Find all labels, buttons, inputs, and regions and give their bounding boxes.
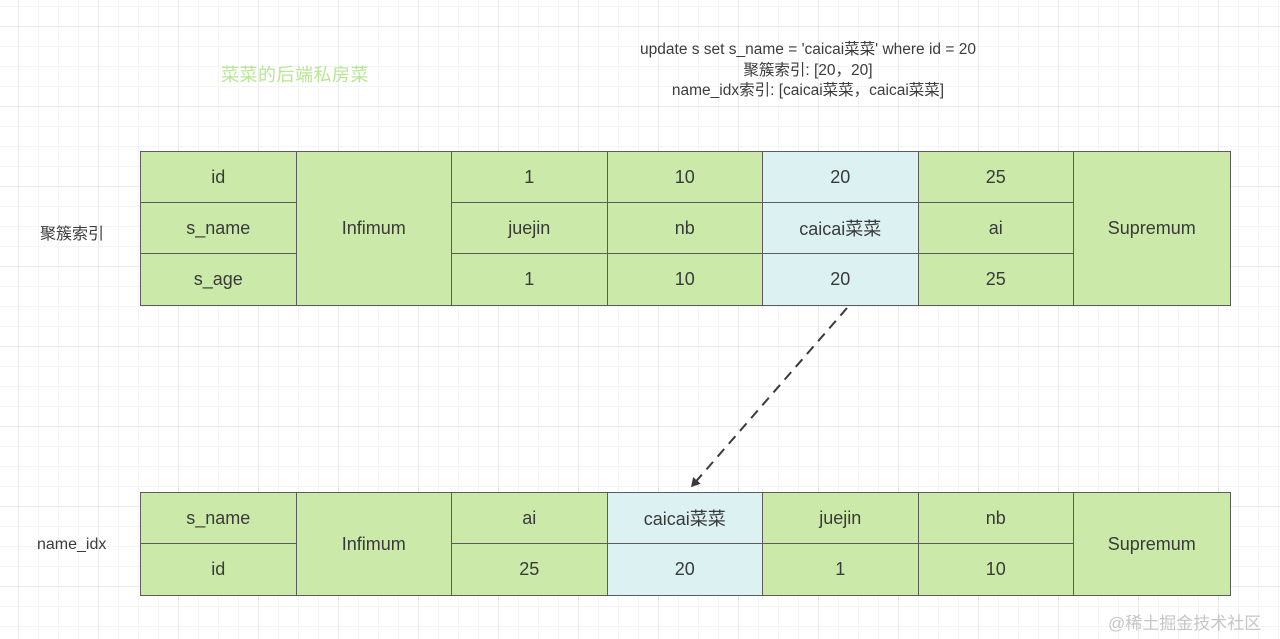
cluster-rec2-s-name: nb: [607, 203, 763, 254]
nameidx-supremum-cell: Supremum: [1074, 493, 1230, 595]
annotation-cluster-line: 聚簇索引: [20，20]: [743, 61, 873, 79]
nameidx-field-id: id: [141, 544, 297, 595]
cluster-field-id: id: [141, 152, 297, 203]
annotation-nameidx-line: name_idx索引: [caicai菜菜，caicai菜菜]: [671, 82, 945, 99]
cluster-field-s-age: s_age: [141, 254, 297, 305]
cluster-rec4-s-name: ai: [918, 203, 1074, 254]
cluster-infimum-cell: Infimum: [296, 152, 452, 305]
brand-watermark: 菜菜的后端私房菜: [221, 65, 369, 85]
nameidx-field-s-name: s_name: [141, 493, 297, 544]
update-annotation: update s set s_name = 'caicai菜菜' where i…: [478, 40, 1138, 102]
nameidx-rec2-id-highlighted: 20: [607, 544, 763, 595]
nameidx-infimum-cell: Infimum: [296, 493, 452, 595]
cluster-rec3-s-name-highlighted: caicai菜菜: [763, 203, 919, 254]
nameidx-rec1-id: 25: [452, 544, 608, 595]
nameidx-rec4-id: 10: [918, 544, 1074, 595]
nameidx-rec3-s-name: juejin: [763, 493, 919, 544]
nameidx-rec4-s-name: nb: [918, 493, 1074, 544]
nameidx-rec2-s-name-highlighted: caicai菜菜: [607, 493, 763, 544]
cluster-rec1-s-age: 1: [452, 254, 608, 305]
name-idx-label: name_idx: [37, 536, 107, 553]
cluster-rec1-s-name: juejin: [452, 203, 608, 254]
cluster-rec4-id: 25: [918, 152, 1074, 203]
cluster-index-label: 聚簇索引: [40, 226, 105, 243]
juejin-community-watermark: @稀土掘金技术社区: [1108, 614, 1262, 633]
cluster-index-table: id s_name s_age Infimum 1 juejin 1 10 nb…: [140, 151, 1231, 306]
name-idx-table: s_name id Infimum ai 25 caicai菜菜 20 juej…: [140, 492, 1231, 596]
annotation-sql-line: update s set s_name = 'caicai菜菜' where i…: [640, 41, 976, 58]
cluster-supremum-cell: Supremum: [1074, 152, 1230, 305]
cluster-rec2-s-age: 10: [607, 254, 763, 305]
cluster-field-s-name: s_name: [141, 203, 297, 254]
cluster-rec2-id: 10: [607, 152, 763, 203]
cluster-rec3-id-highlighted: 20: [763, 152, 919, 203]
cluster-rec1-id: 1: [452, 152, 608, 203]
nameidx-rec1-s-name: ai: [452, 493, 608, 544]
cluster-rec3-s-age-highlighted: 20: [763, 254, 919, 305]
cluster-rec4-s-age: 25: [918, 254, 1074, 305]
nameidx-rec3-id: 1: [763, 544, 919, 595]
